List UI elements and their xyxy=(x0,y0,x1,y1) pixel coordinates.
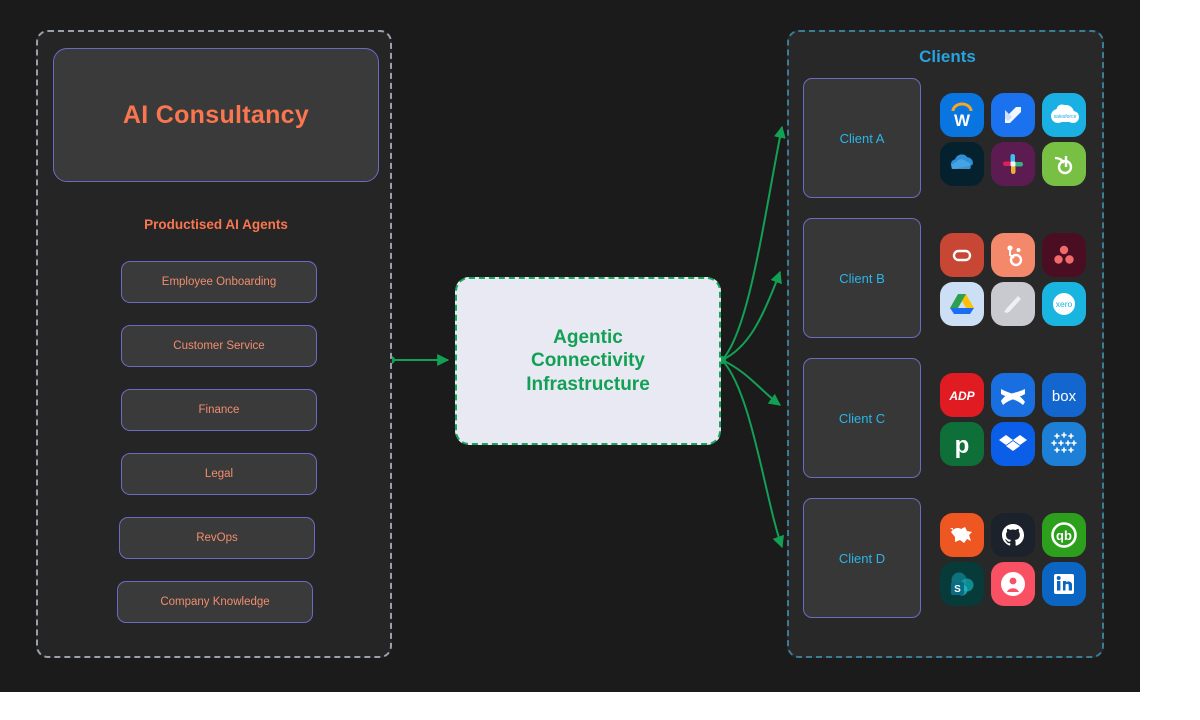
svg-text:p: p xyxy=(955,432,970,458)
client-a-app-icons: W xyxy=(940,93,1092,186)
client-box-d[interactable]: Client D xyxy=(803,498,921,618)
workday-icon[interactable]: W xyxy=(940,93,984,137)
client-label: Client B xyxy=(839,270,885,286)
xero-icon[interactable]: xero xyxy=(1042,282,1086,326)
agent-item-company-knowledge[interactable]: Company Knowledge xyxy=(117,581,313,623)
client-row: Client D qb xyxy=(789,498,1106,618)
linkedin-icon[interactable] xyxy=(1042,562,1086,606)
svg-text:xero: xero xyxy=(1056,299,1073,309)
ai-consultancy-header-box[interactable]: AI Consultancy xyxy=(53,48,379,182)
box-icon[interactable]: box xyxy=(1042,373,1086,417)
client-label: Client D xyxy=(838,550,886,566)
client-box-b[interactable]: Client B xyxy=(803,218,921,338)
agent-label: Company Knowledge xyxy=(160,596,270,608)
client-label: Client A xyxy=(839,130,885,146)
client-b-app-icons: xero xyxy=(940,233,1092,326)
svg-text:qb: qb xyxy=(1056,528,1072,543)
svg-text:W: W xyxy=(954,111,971,130)
ai-consultancy-panel: AI Consultancy Productised AI Agents Emp… xyxy=(36,30,392,658)
onedrive-icon[interactable] xyxy=(940,142,984,186)
sharepoint-icon[interactable]: S xyxy=(940,562,984,606)
agentic-connectivity-infrastructure-node[interactable]: Agentic Connectivity Infrastructure xyxy=(455,277,721,445)
personio-p-icon[interactable]: p xyxy=(940,422,984,466)
bamboohr-icon[interactable] xyxy=(1042,142,1086,186)
agent-item-customer-service[interactable]: Customer Service xyxy=(121,325,317,367)
connector-consultancy-to-center xyxy=(387,354,450,366)
github-icon[interactable] xyxy=(991,513,1035,557)
jira-icon[interactable] xyxy=(991,93,1035,137)
clients-panel: Clients Client A W xyxy=(787,30,1104,658)
svg-text:salesforce: salesforce xyxy=(1054,114,1077,120)
agent-item-legal[interactable]: Legal xyxy=(121,453,317,495)
client-box-c[interactable]: Client C xyxy=(803,358,921,478)
agent-label: Finance xyxy=(198,404,240,416)
client-d-app-icons: qb S xyxy=(940,513,1092,606)
client-c-app-icons: ADP box p xyxy=(940,373,1092,466)
diagram-canvas: AI Consultancy Productised AI Agents Emp… xyxy=(0,0,1140,692)
client-box-a[interactable]: Client A xyxy=(803,78,921,198)
quickbooks-icon[interactable]: qb xyxy=(1042,513,1086,557)
client-row: Client A W xyxy=(789,78,1106,198)
linear-icon[interactable] xyxy=(991,282,1035,326)
dropbox-icon[interactable] xyxy=(991,422,1035,466)
client-row: Client C ADP box xyxy=(789,358,1106,478)
productised-agents-heading: Productised AI Agents xyxy=(144,217,288,232)
salesforce-icon[interactable]: salesforce xyxy=(1042,93,1086,137)
agent-item-revops[interactable]: RevOps xyxy=(119,517,315,559)
confluence-icon[interactable] xyxy=(991,373,1035,417)
agent-item-finance[interactable]: Finance xyxy=(121,389,317,431)
svg-text:S: S xyxy=(954,584,961,595)
hubspot-icon[interactable] xyxy=(991,233,1035,277)
client-label: Client C xyxy=(838,410,886,426)
svg-text:box: box xyxy=(1052,388,1077,405)
asana-icon[interactable] xyxy=(1042,233,1086,277)
agent-label: Customer Service xyxy=(173,340,265,352)
slack-icon[interactable] xyxy=(991,142,1035,186)
oracle-icon[interactable] xyxy=(940,233,984,277)
snowflake-icon[interactable] xyxy=(1042,422,1086,466)
google-drive-icon[interactable] xyxy=(940,282,984,326)
clients-panel-title: Clients xyxy=(919,47,976,66)
bullhorn-icon[interactable] xyxy=(940,513,984,557)
agent-item-employee-onboarding[interactable]: Employee Onboarding xyxy=(121,261,317,303)
personio-icon[interactable] xyxy=(991,562,1035,606)
svg-text:ADP: ADP xyxy=(948,389,975,403)
agent-label: Employee Onboarding xyxy=(161,276,277,288)
client-row: Client B xyxy=(789,218,1106,338)
adp-icon[interactable]: ADP xyxy=(940,373,984,417)
agent-label: RevOps xyxy=(196,532,238,544)
center-node-label: Agentic Connectivity Infrastructure xyxy=(526,327,650,395)
connector-center-to-clients xyxy=(718,125,786,549)
agent-label: Legal xyxy=(204,468,234,480)
page-title: AI Consultancy xyxy=(122,100,310,129)
